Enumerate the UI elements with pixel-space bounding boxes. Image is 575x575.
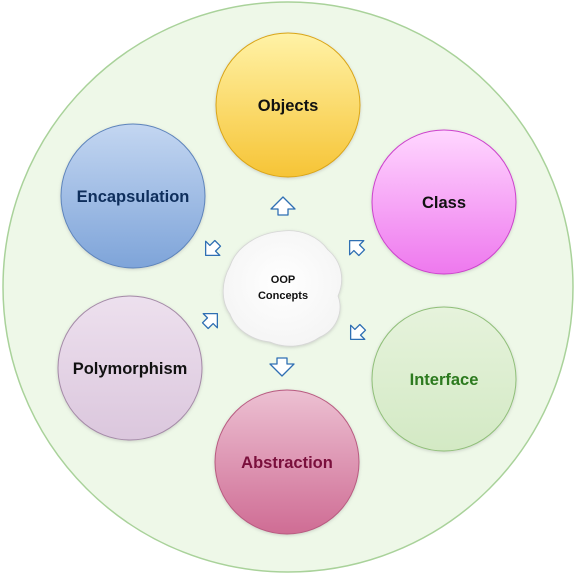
concept-node-objects: Objects	[215, 32, 361, 178]
center-blob	[222, 230, 343, 347]
concept-circle-abstraction	[214, 389, 360, 535]
concept-label-class: Class	[422, 194, 466, 212]
arrow-to-encapsulation	[204, 239, 222, 257]
center-title-line1: OOP	[271, 274, 295, 286]
concept-circle-interface	[371, 306, 517, 452]
arrow-to-abstraction	[269, 357, 295, 377]
concept-label-objects: Objects	[258, 97, 319, 115]
concept-node-interface: Interface	[371, 306, 517, 452]
concept-label-interface: Interface	[410, 371, 479, 389]
concept-circle-encapsulation	[60, 123, 206, 269]
concept-node-abstraction: Abstraction	[214, 389, 360, 535]
concept-label-encapsulation: Encapsulation	[77, 188, 190, 206]
concept-node-polymorphism: Polymorphism	[57, 295, 203, 441]
concept-node-class: Class	[371, 129, 517, 275]
concept-circle-class	[371, 129, 517, 275]
concept-circle-objects	[215, 32, 361, 178]
concept-label-polymorphism: Polymorphism	[73, 360, 188, 378]
concept-circle-polymorphism	[57, 295, 203, 441]
arrow-to-interface	[349, 323, 367, 341]
arrow-to-class	[348, 239, 366, 257]
concept-node-encapsulation: Encapsulation	[60, 123, 206, 269]
concept-label-abstraction: Abstraction	[241, 454, 333, 472]
arrow-to-objects	[270, 196, 296, 216]
arrow-to-polymorphism	[201, 312, 219, 330]
center-node	[222, 230, 343, 347]
arrow-layer	[201, 196, 367, 377]
center-title-line2: Concepts	[258, 290, 308, 302]
